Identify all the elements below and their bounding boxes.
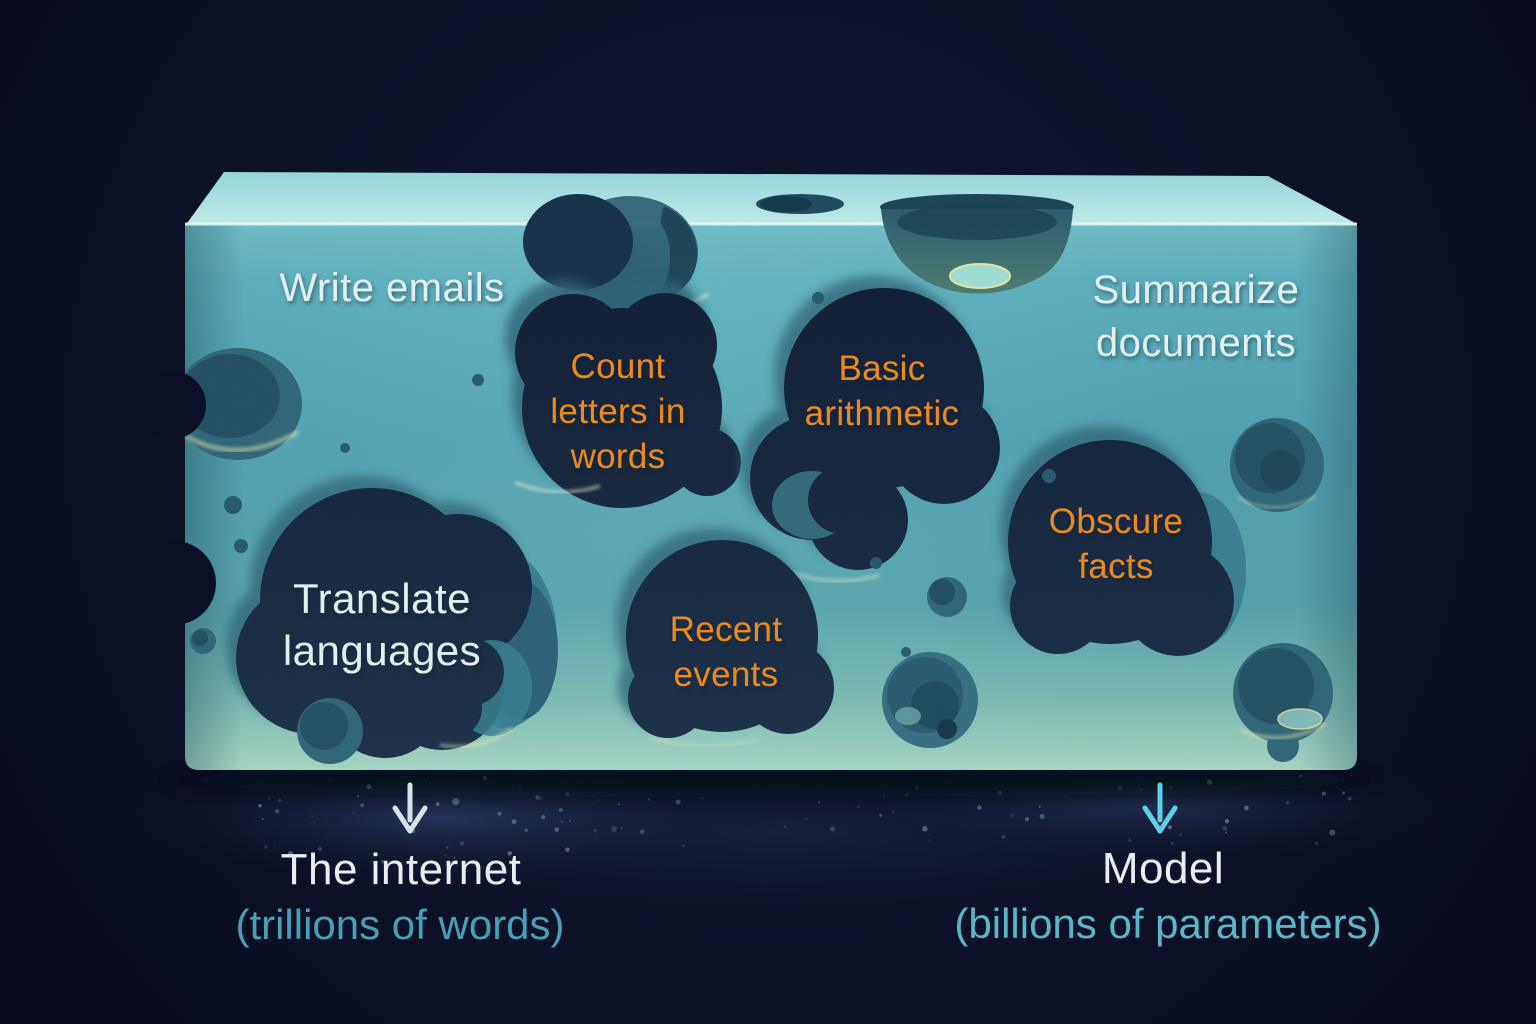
label-obscure-line2: facts [1078, 547, 1153, 586]
caption-right-subtitle: (billions of parameters) [954, 900, 1381, 947]
label-summarize-line2: documents [1096, 321, 1296, 365]
label-count-line3: words [570, 437, 666, 476]
sponge-texture [185, 172, 1357, 770]
label-recent-line2: events [674, 655, 779, 694]
label-recent-line1: Recent [670, 610, 783, 649]
caption-right-title: Model [1102, 844, 1224, 893]
label-translate-line2: languages [283, 627, 481, 674]
down-arrow-icon [1142, 782, 1178, 834]
label-count-line1: Count [571, 347, 666, 386]
label-count-line2: letters in [550, 392, 685, 431]
left-edge-bite-upper [138, 371, 206, 439]
caption-left-title: The internet [281, 845, 522, 894]
caption-left-subtitle: (trillions of words) [235, 901, 564, 948]
caption-left: The internet (trillions of words) [235, 782, 565, 948]
left-edge-bite-lower [132, 541, 216, 625]
label-summarize-line1: Summarize [1093, 268, 1300, 312]
label-basic-line2: arithmetic [805, 394, 960, 433]
label-obscure-line1: Obscure [1049, 502, 1183, 541]
caption-right: Model (billions of parameters) [954, 782, 1382, 947]
sponge-block [132, 172, 1371, 798]
block-shadow [171, 762, 1371, 798]
label-translate-line1: Translate [293, 575, 471, 622]
label-basic-line1: Basic [838, 349, 925, 388]
label-write-emails: Write emails [279, 266, 504, 310]
down-arrow-icon [392, 782, 428, 834]
